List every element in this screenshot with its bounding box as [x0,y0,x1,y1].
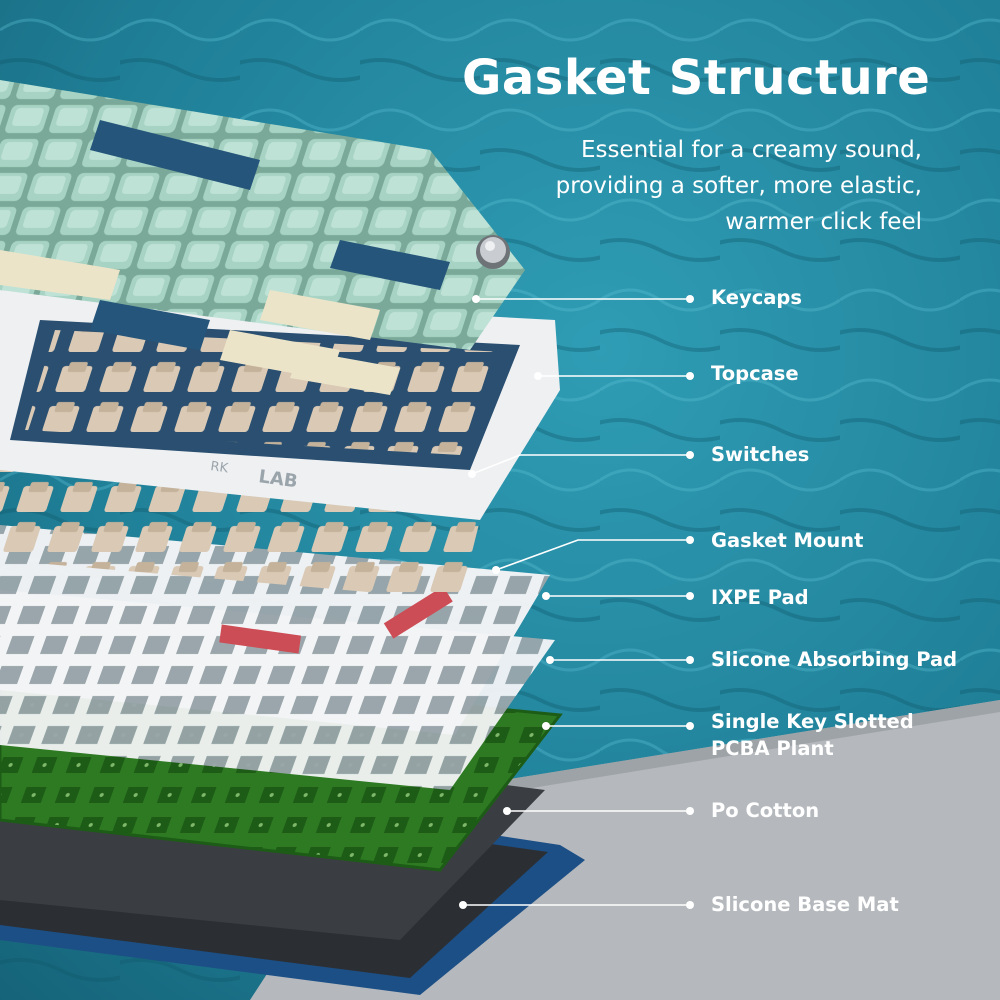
subtitle-line: warmer click feel [725,209,922,235]
svg-text:RK: RK [209,459,229,476]
subtitle-line: providing a softer, more elastic, [555,173,922,199]
page-subtitle: Essential for a creamy sound, providing … [482,132,922,240]
layer-label-line: Single Key Slotted [711,710,914,733]
layer-label-pcba-plant: Single Key Slotted PCBA Plant [711,708,914,762]
subtitle-line: Essential for a creamy sound, [580,137,922,163]
layer-label-gasket-mount: Gasket Mount [711,529,864,552]
layer-label-keycaps: Keycaps [711,286,802,309]
layer-label-topcase: Topcase [711,362,799,385]
dial-knob-icon [476,235,510,269]
layer-label-silicone-base-mat: Slicone Base Mat [711,893,899,916]
layer-label-po-cotton: Po Cotton [711,799,820,822]
leader-dot-icon [459,295,694,909]
layer-label-switches: Switches [711,443,810,466]
layer-label-line: PCBA Plant [711,737,834,760]
page-title: Gasket Structure [462,50,931,106]
layer-label-silicone-absorbing-pad: Slicone Absorbing Pad [711,648,958,671]
layer-label-ixpe-pad: IXPE Pad [711,586,809,609]
